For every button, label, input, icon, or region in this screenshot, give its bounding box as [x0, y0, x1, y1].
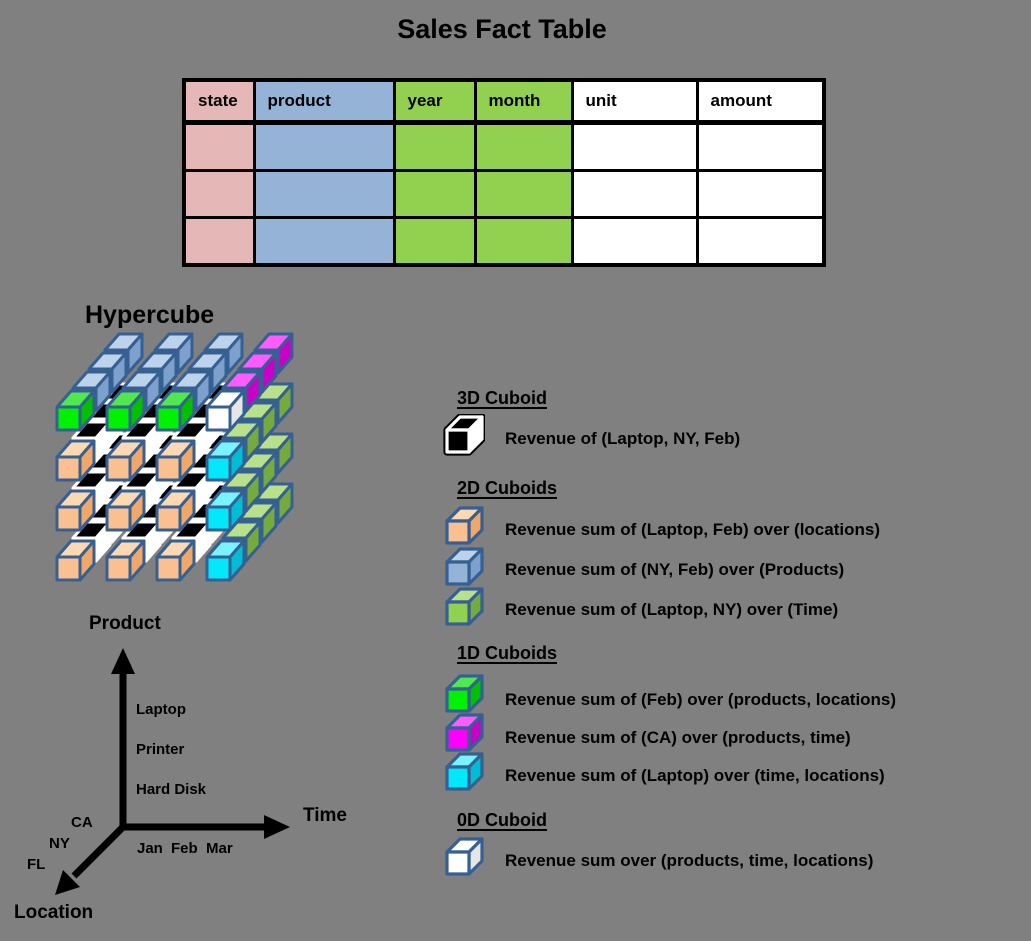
empty-cell — [182, 169, 256, 219]
cube-brightgreen — [155, 389, 196, 432]
cube-orange — [155, 489, 196, 532]
legend-cube-face — [445, 506, 484, 545]
fact-table-title: Sales Fact Table — [397, 14, 607, 44]
product-axis-label: Product — [89, 613, 161, 634]
location-axis-label: Location — [14, 902, 94, 923]
legend-cube-face — [443, 414, 485, 456]
cube-icon-1d-magenta — [445, 713, 484, 752]
fact-table-empty-row — [182, 121, 826, 172]
location-tick-ny: NY — [49, 835, 70, 852]
empty-cell — [182, 216, 256, 267]
cube-orange — [55, 489, 96, 532]
legend-item-1d-green: Revenue sum of (Feb) over (products, loc… — [505, 690, 897, 709]
legend-cube-face — [445, 752, 484, 791]
hypercube-heading: Hypercube — [85, 301, 215, 329]
cube-orange — [105, 439, 146, 482]
time-axis-arrow — [120, 815, 290, 839]
fact-table-empty-row — [182, 216, 826, 267]
cube-orange — [55, 439, 96, 482]
legend-heading-2d: 2D Cuboids — [457, 478, 558, 498]
legend-item-1d-cyan: Revenue sum of (Laptop) over (time, loca… — [505, 766, 885, 785]
empty-cell — [182, 121, 256, 172]
cube-cyan — [205, 489, 246, 532]
legend-heading-0d: 0D Cuboid — [457, 810, 547, 830]
cube-icon-3d-black — [443, 414, 485, 456]
empty-cell — [392, 169, 477, 219]
cube-icon-1d-cyan — [445, 752, 484, 791]
fact-table-empty-row — [182, 169, 826, 219]
cube-brightgreen — [55, 389, 96, 432]
empty-cell — [570, 216, 699, 267]
column-header-year: year — [392, 78, 477, 125]
time-tick-feb: Feb — [171, 840, 198, 857]
cube-icon-2d-blue — [445, 547, 484, 586]
legend-heading-1d: 1D Cuboids — [457, 643, 558, 663]
legend-item-2d-green: Revenue sum of (Laptop, NY) over (Time) — [505, 600, 839, 619]
product-tick-printer: Printer — [136, 741, 185, 758]
cube-orange — [155, 439, 196, 482]
cube-icon-1d-green — [445, 674, 484, 713]
empty-cell — [252, 169, 396, 219]
empty-cell — [252, 121, 396, 172]
cube-orange — [55, 539, 96, 582]
column-header-amount: amount — [695, 78, 826, 125]
legend-item-0d: Revenue sum over (products, time, locati… — [505, 851, 874, 870]
location-tick-ca: CA — [71, 814, 93, 831]
empty-cell — [570, 169, 699, 219]
column-header-state: state — [182, 78, 256, 125]
cube-icon-0d-white — [445, 837, 484, 876]
cube-orange — [155, 539, 196, 582]
time-tick-mar: Mar — [206, 840, 233, 857]
cube-brightgreen — [105, 389, 146, 432]
cube-cyan — [205, 439, 246, 482]
legend-item-2d-orange: Revenue sum of (Laptop, Feb) over (locat… — [505, 520, 880, 539]
legend-cube-face — [445, 713, 484, 752]
cube-cyan — [205, 539, 246, 582]
empty-cell — [695, 121, 826, 172]
legend-cube-face — [445, 674, 484, 713]
empty-cell — [392, 121, 477, 172]
hypercube-3d-diagram — [55, 332, 294, 582]
empty-cell — [473, 169, 574, 219]
column-header-product: product — [252, 78, 396, 125]
legend-cube-face — [445, 837, 484, 876]
product-tick-laptop: Laptop — [136, 701, 186, 718]
legend-cube-face — [445, 547, 484, 586]
empty-cell — [473, 216, 574, 267]
legend-item-3d: Revenue of (Laptop, NY, Feb) — [505, 429, 741, 448]
location-tick-fl: FL — [27, 856, 46, 873]
empty-cell — [570, 121, 699, 172]
product-tick-hard-disk: Hard Disk — [136, 781, 207, 798]
empty-cell — [252, 216, 396, 267]
cube-icon-2d-orange — [445, 506, 484, 545]
product-axis-arrow — [111, 648, 135, 826]
empty-cell — [695, 216, 826, 267]
empty-cell — [392, 216, 477, 267]
cube-white — [205, 389, 246, 432]
legend-item-2d-blue: Revenue sum of (NY, Feb) over (Products) — [505, 560, 845, 579]
empty-cell — [473, 121, 574, 172]
empty-cell — [695, 169, 826, 219]
cube-icon-2d-green — [445, 587, 484, 626]
cube-orange — [105, 489, 146, 532]
cube-orange — [105, 539, 146, 582]
column-header-unit: unit — [570, 78, 699, 125]
legend-heading-3d: 3D Cuboid — [457, 388, 547, 408]
time-axis-label: Time — [303, 805, 348, 826]
column-header-month: month — [473, 78, 574, 125]
legend-cube-face — [445, 587, 484, 626]
legend-item-1d-magenta: Revenue sum of (CA) over (products, time… — [505, 728, 851, 747]
time-tick-jan: Jan — [137, 840, 163, 857]
